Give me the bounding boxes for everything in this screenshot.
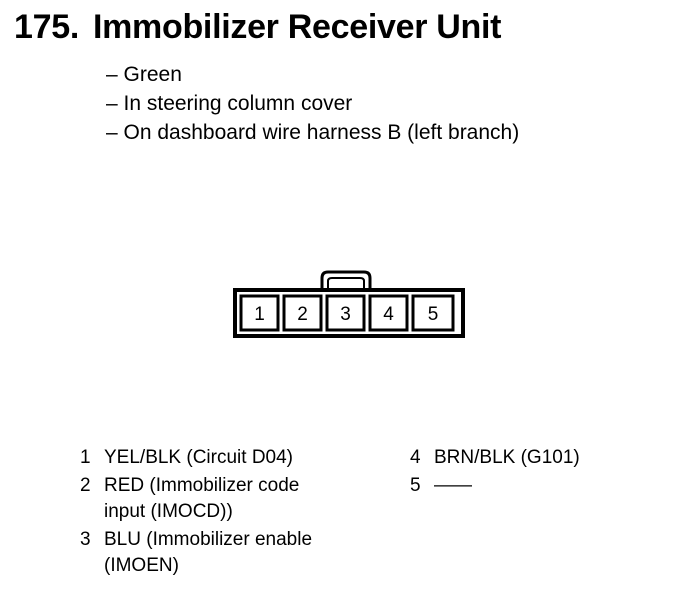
pinout-number: 5 [410, 475, 421, 496]
pinout-row-3: 3 BLU (Immobilizer enable (IMOEN) [80, 527, 380, 579]
pin-label-1: 1 [254, 304, 265, 325]
pin-label-4: 4 [383, 304, 394, 325]
pinout-list-right: 4 BRN/BLK (G101) 5 —— [410, 445, 670, 501]
pin-label-2: 2 [297, 304, 308, 325]
pinout-row-5: 5 —— [410, 473, 670, 499]
pin-cavity-4: 4 [368, 294, 409, 332]
section-number: 175. [14, 8, 79, 46]
pinout-row-1: 1 YEL/BLK (Circuit D04) [80, 445, 380, 471]
connector-lock-tab [320, 270, 372, 290]
pinout-description: BLU (Immobilizer enable (IMOEN) [104, 529, 313, 576]
detail-color: Green [106, 60, 519, 89]
pinout-row-2: 2 RED (Immobilizer code input (IMOCD)) [80, 473, 380, 525]
connector-diagram: 1 2 3 4 5 [233, 270, 465, 338]
pin-cavity-3: 3 [325, 294, 366, 332]
pinout-description: —— [434, 475, 472, 496]
pinout-number: 2 [80, 475, 91, 496]
component-name: Immobilizer Receiver Unit [92, 8, 502, 46]
pinout-description: BRN/BLK (G101) [434, 447, 580, 468]
pinout-list-left: 1 YEL/BLK (Circuit D04) 2 RED (Immobiliz… [80, 445, 380, 581]
pinout-description: RED (Immobilizer code input (IMOCD)) [104, 475, 300, 522]
detail-harness: On dashboard wire harness B (left branch… [106, 118, 520, 147]
pinout-number: 1 [80, 447, 91, 468]
pinout-row-4: 4 BRN/BLK (G101) [410, 445, 670, 471]
component-details: Green In steering column cover On dashbo… [106, 60, 520, 147]
pin-label-5: 5 [428, 304, 439, 325]
pin-cavity-2: 2 [282, 294, 323, 332]
pin-cavity-5: 5 [411, 294, 455, 332]
detail-location: In steering column cover [106, 89, 519, 118]
pin-cavity-1: 1 [239, 294, 280, 332]
page-title: 175. Immobilizer Receiver Unit [14, 8, 501, 47]
pin-label-3: 3 [340, 304, 351, 325]
pinout-number: 3 [80, 529, 91, 550]
pinout-number: 4 [410, 447, 421, 468]
pinout-description: YEL/BLK (Circuit D04) [104, 447, 294, 468]
